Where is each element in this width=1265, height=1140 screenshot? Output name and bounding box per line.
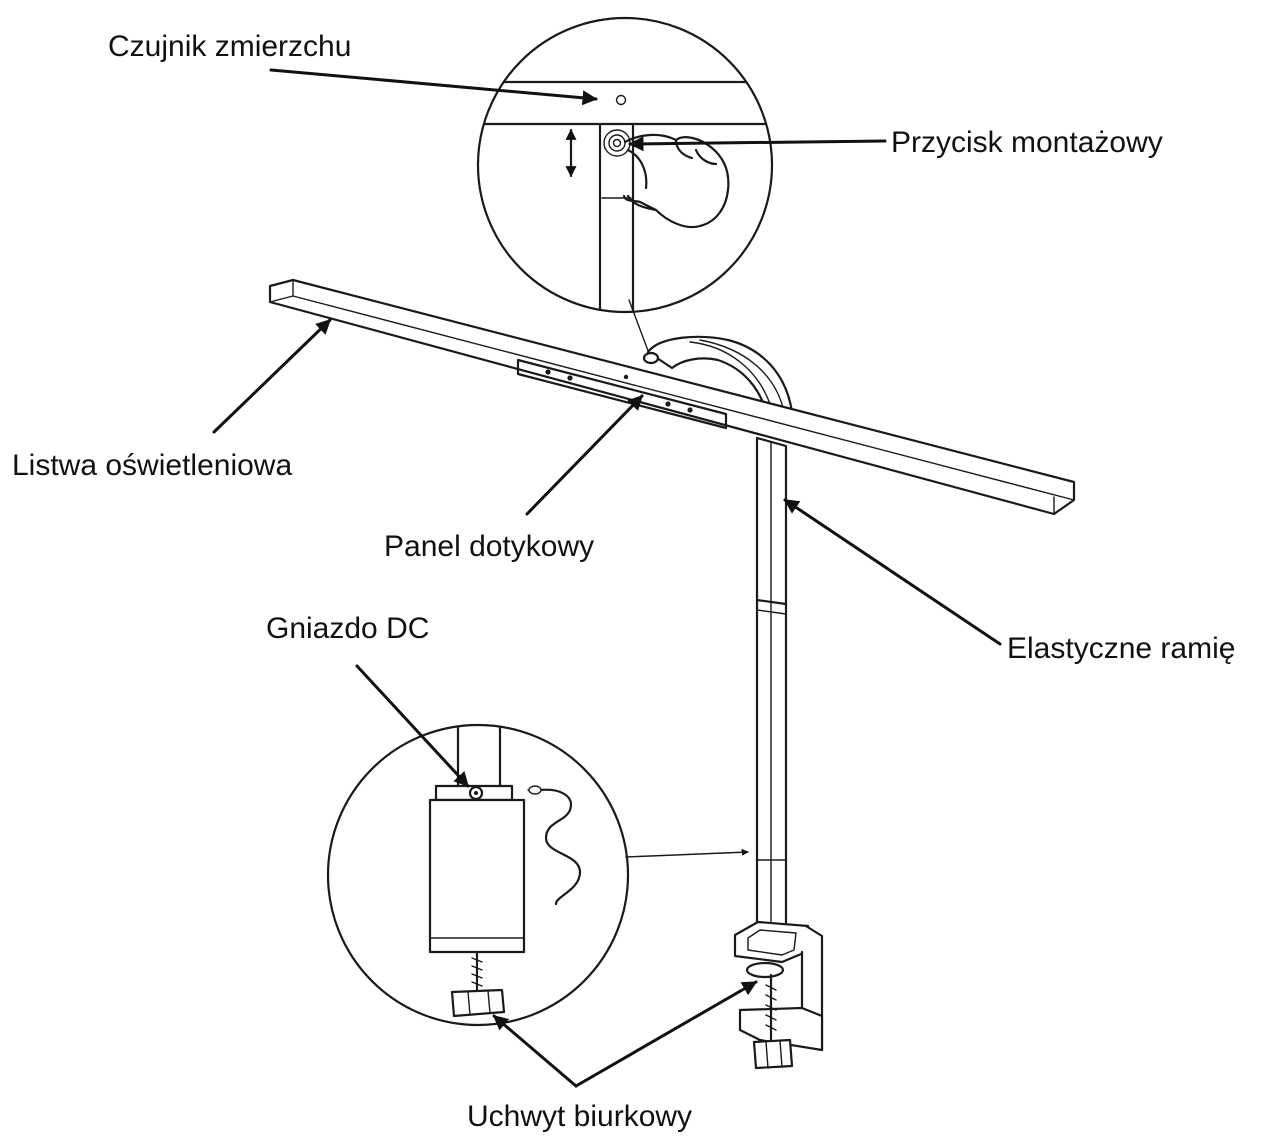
lamp-illustration xyxy=(268,278,1076,1070)
leader-arrows xyxy=(212,68,1002,1088)
dusk-sensor-dot xyxy=(615,94,627,106)
label-mount-button: Przycisk montażowy xyxy=(891,126,1163,159)
label-flexible-arm: Elastyczne ramię xyxy=(1007,632,1235,665)
label-touch-panel: Panel dotykowy xyxy=(384,530,594,563)
label-dusk-sensor: Czujnik zmierzchu xyxy=(108,30,351,63)
label-dc-socket: Gniazdo DC xyxy=(266,612,429,645)
label-desk-clamp: Uchwyt biurkowy xyxy=(467,1100,692,1133)
clamp-detail-inset xyxy=(326,723,630,1027)
label-light-bar: Listwa oświetleniowa xyxy=(12,449,292,482)
sensor-detail-inset xyxy=(476,16,774,314)
